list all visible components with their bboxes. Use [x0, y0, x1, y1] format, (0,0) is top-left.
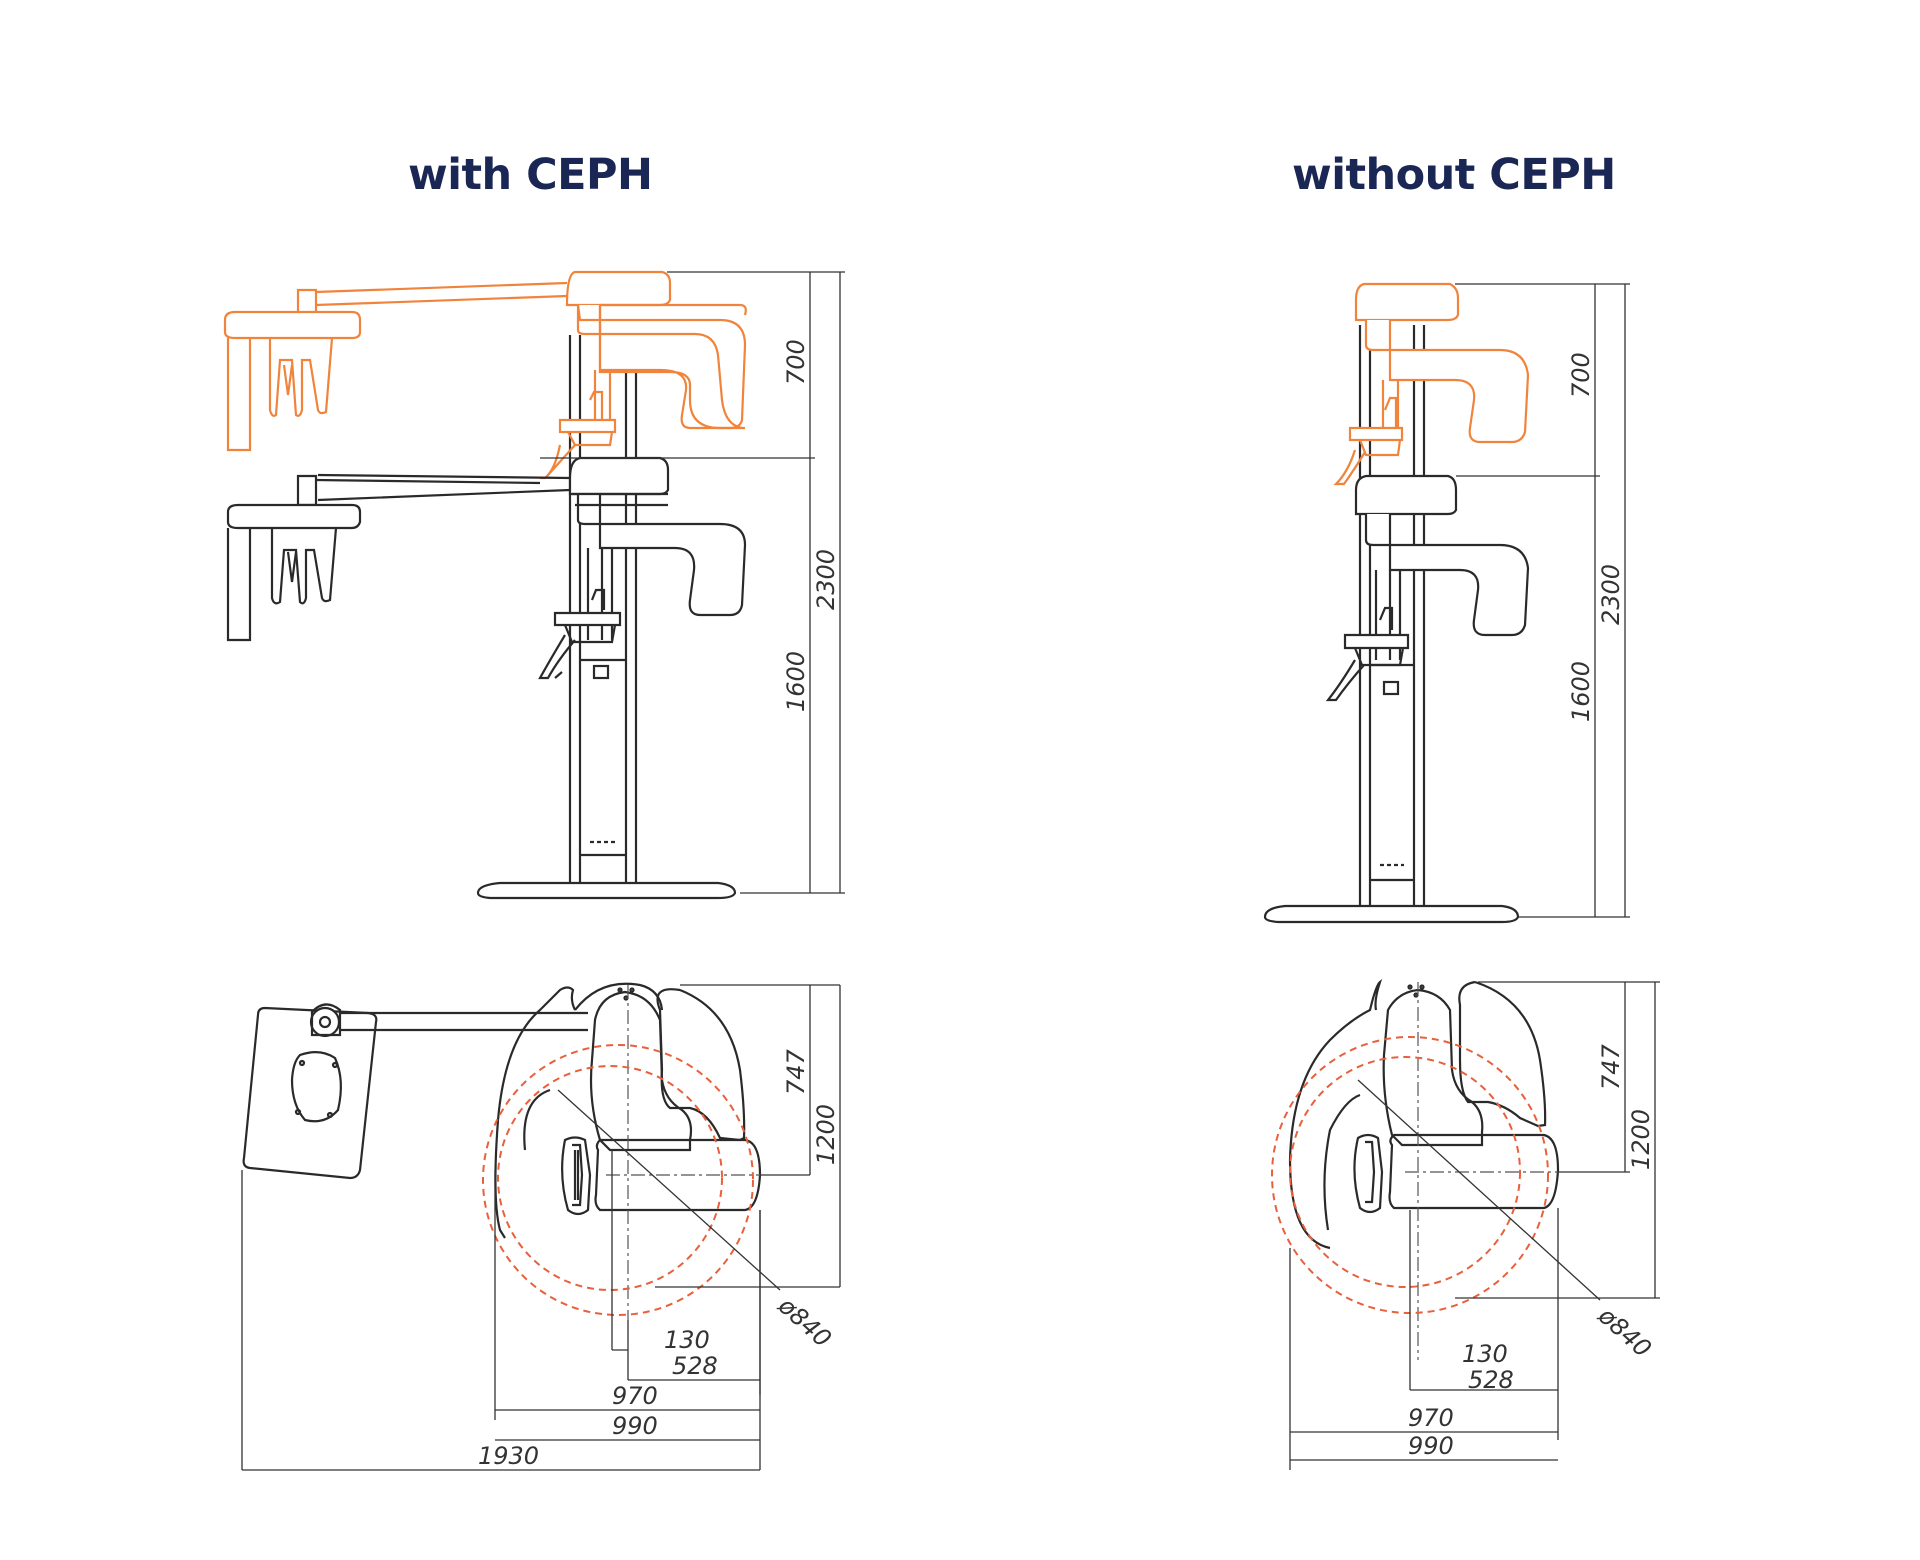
without-ceph-side-dimensions: 700 2300 1600: [1567, 352, 1625, 722]
dim-2300: 2300: [1597, 564, 1625, 625]
dim-528: 528: [1468, 1366, 1514, 1394]
title-with-ceph: with CEPH: [408, 150, 653, 200]
dim-diameter-840: ø840: [1592, 1301, 1656, 1363]
dim-700: 700: [1567, 352, 1595, 398]
dim-990: 990: [612, 1412, 658, 1440]
dim-970: 970: [612, 1382, 658, 1410]
dim-700: 700: [782, 339, 810, 385]
without-ceph-top-view: [1271, 978, 1660, 1470]
without-ceph-side-view: [1263, 282, 1630, 924]
dim-2300: 2300: [812, 549, 840, 610]
with-ceph-top-dimensions: 747 1200 ø840 130 528 970 990 1930: [478, 1048, 840, 1470]
dim-1200: 1200: [812, 1104, 840, 1165]
without-ceph-top-dimensions: 747 1200 ø840 130 528 970 990: [1408, 1043, 1657, 1460]
dim-1600: 1600: [782, 651, 810, 712]
dim-1930: 1930: [478, 1442, 539, 1470]
dim-130: 130: [1462, 1340, 1508, 1368]
dim-1600: 1600: [1567, 661, 1595, 722]
with-ceph-side-view: [223, 270, 845, 900]
title-without-ceph: without CEPH: [1292, 150, 1616, 200]
with-ceph-side-dimensions: 700 2300 1600: [782, 339, 840, 712]
dim-747: 747: [782, 1048, 810, 1095]
dim-1200: 1200: [1627, 1109, 1655, 1170]
dim-970: 970: [1408, 1404, 1454, 1432]
with-ceph-top-view: [241, 982, 841, 1471]
dim-528: 528: [672, 1352, 718, 1380]
dim-747: 747: [1597, 1043, 1625, 1090]
dim-diameter-840: ø840: [772, 1291, 836, 1353]
dim-990: 990: [1408, 1432, 1454, 1460]
dim-130: 130: [664, 1326, 710, 1354]
